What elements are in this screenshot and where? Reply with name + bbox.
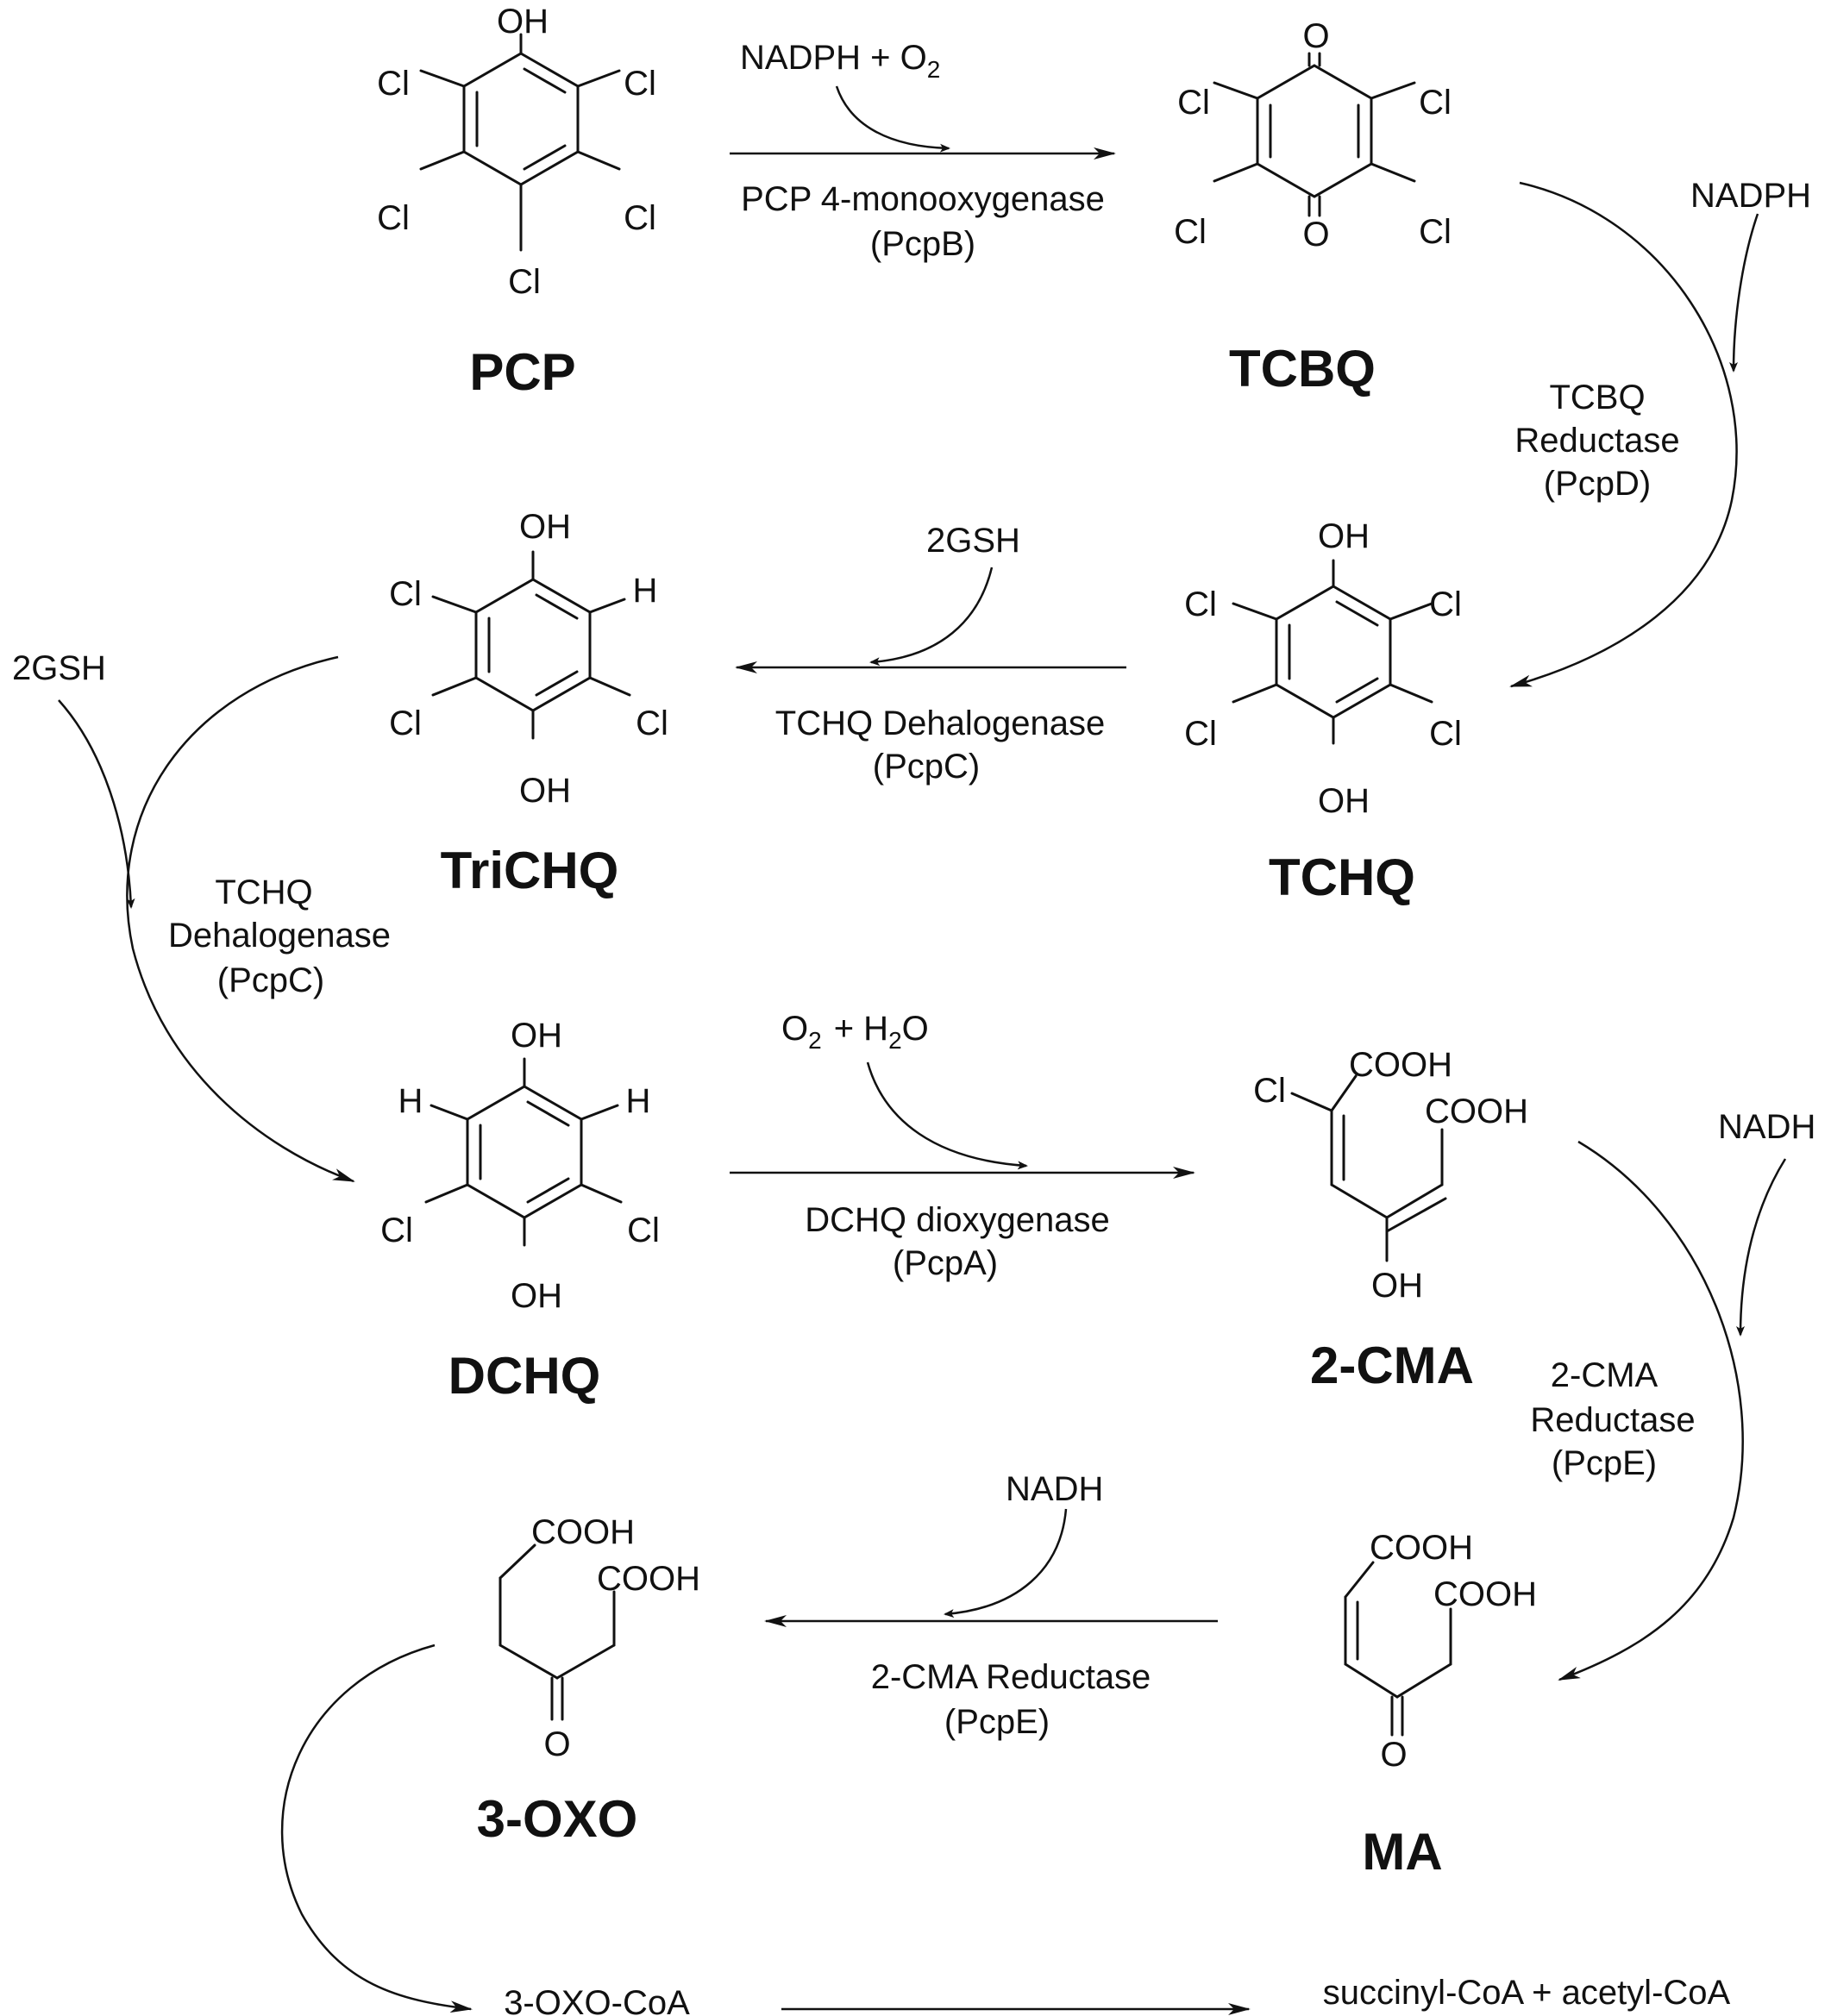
dchq-oh: OH	[511, 1277, 562, 1315]
tchq-structure: OH OH Cl Cl Cl Cl TCHQ	[1184, 517, 1462, 906]
gene-label: (PcpA)	[893, 1244, 998, 1282]
trichq-cl: Cl	[389, 704, 422, 742]
ma-label: MA	[1362, 1823, 1442, 1881]
benzene-ring	[462, 52, 580, 186]
trichq-oh: OH	[519, 508, 571, 546]
trichq-structure: OH OH Cl H Cl Cl TriCHQ	[389, 508, 668, 899]
enzyme-label: Dehalogenase	[168, 917, 391, 955]
cma2-cl: Cl	[1253, 1072, 1286, 1110]
reagent-label: O2+ H2O	[781, 1010, 929, 1054]
tcbq-structure: O O Cl Cl Cl Cl TCBQ	[1174, 17, 1452, 398]
tcbq-o: O	[1302, 216, 1329, 254]
pcp-oh: OH	[497, 3, 549, 41]
pcp-label: PCP	[469, 343, 575, 401]
pcp-cl: Cl	[377, 65, 410, 103]
enzyme-label: 2-CMA	[1551, 1356, 1659, 1394]
oxo3-structure: COOH COOH O 3-OXO	[477, 1513, 700, 1848]
cma2-cooh: COOH	[1349, 1046, 1452, 1084]
benzene-ring	[1275, 585, 1392, 719]
dchq-cl: Cl	[627, 1211, 660, 1249]
trichq-label: TriCHQ	[441, 842, 619, 899]
dchq-structure: OH OH H H Cl Cl DCHQ	[380, 1017, 660, 1405]
tchq-label: TCHQ	[1269, 848, 1415, 906]
tcbq-cl: Cl	[1419, 213, 1452, 251]
dchq-h: H	[398, 1082, 423, 1120]
tcbq-cl: Cl	[1174, 213, 1207, 251]
enzyme-label: Reductase	[1514, 422, 1679, 460]
enzyme-label: TCHQ Dehalogenase	[775, 704, 1105, 742]
dchq-cl: Cl	[380, 1211, 413, 1249]
reaction-pcpd: NADPH TCBQ Reductase (PcpD)	[1509, 177, 1811, 688]
tchq-oh: OH	[1318, 782, 1370, 820]
pcp-cl: Cl	[624, 199, 656, 237]
tcbq-cl: Cl	[1419, 84, 1452, 122]
benzene-ring	[466, 1085, 583, 1219]
gene-label: (PcpD)	[1544, 465, 1651, 503]
oxo3-cooh: COOH	[597, 1560, 700, 1598]
dchq-h: H	[626, 1082, 651, 1120]
reagent-label: 2GSH	[926, 522, 1020, 560]
cma2-structure: Cl COOH COOH OH 2-CMA	[1253, 1046, 1528, 1394]
oxo3-o: O	[543, 1725, 570, 1763]
tcbq-label: TCBQ	[1229, 340, 1376, 398]
oxo3-label: 3-OXO	[477, 1790, 638, 1848]
enzyme-label: Reductase	[1530, 1401, 1695, 1439]
reaction-pcpb: NADPH + O2 PCP 4-monooxygenase (PcpB)	[730, 39, 1116, 263]
final-products-label: succinyl-CoA + acetyl-CoA	[1323, 1974, 1731, 2012]
cma2-label: 2-CMA	[1310, 1337, 1474, 1394]
cma2-cooh: COOH	[1425, 1093, 1528, 1130]
reaction-pcpc-2: 2GSH TCHQ Dehalogenase (PcpC)	[12, 649, 391, 1183]
reagent-label: NADPH	[1690, 177, 1811, 215]
oxo-coa-label: 3-OXO-CoA	[504, 1984, 690, 2016]
ma-o: O	[1380, 1736, 1407, 1774]
reagent-label: NADH	[1718, 1108, 1815, 1146]
pcp-cl: Cl	[624, 65, 656, 103]
gene-label: (PcpE)	[1552, 1444, 1657, 1482]
oxo3-cooh: COOH	[531, 1513, 635, 1551]
tchq-cl: Cl	[1184, 715, 1217, 753]
pcp-structure: OH Cl Cl Cl Cl Cl PCP	[377, 3, 656, 401]
dchq-label: DCHQ	[448, 1347, 601, 1405]
enzyme-label: DCHQ dioxygenase	[805, 1201, 1110, 1239]
tcbq-cl: Cl	[1177, 84, 1210, 122]
gene-label: (PcpC)	[873, 748, 980, 786]
tchq-cl: Cl	[1184, 585, 1217, 623]
ma-cooh: COOH	[1433, 1575, 1537, 1613]
enzyme-label: 2-CMA Reductase	[871, 1658, 1151, 1696]
tchq-cl: Cl	[1429, 715, 1462, 753]
gene-label: (PcpC)	[217, 961, 324, 999]
reagent-label: NADPH + O2	[740, 39, 940, 83]
enzyme-label: TCBQ	[1549, 379, 1645, 416]
trichq-cl: Cl	[636, 704, 668, 742]
enzyme-label: PCP 4-monooxygenase	[741, 180, 1105, 218]
pcp-cl: Cl	[508, 263, 541, 301]
benzene-ring	[474, 578, 592, 712]
quinone-ring	[1256, 64, 1373, 198]
tchq-oh: OH	[1318, 517, 1370, 555]
reagent-label: 2GSH	[12, 649, 106, 687]
trichq-cl: Cl	[389, 575, 422, 613]
tcbq-o: O	[1302, 17, 1329, 55]
trichq-h: H	[633, 572, 658, 610]
gene-label: (PcpB)	[870, 225, 975, 263]
gene-label: (PcpE)	[944, 1703, 1050, 1741]
reaction-pcpa: O2+ H2O DCHQ dioxygenase (PcpA)	[730, 1010, 1195, 1282]
ma-structure: COOH COOH O MA	[1344, 1529, 1537, 1881]
reaction-pcpe-2: NADH 2-CMA Reductase (PcpE)	[764, 1470, 1218, 1741]
pcp-cl: Cl	[377, 199, 410, 237]
reaction-coa: 3-OXO-CoA succinyl-CoA + acetyl-CoA	[280, 1643, 1731, 2016]
enzyme-label: TCHQ	[215, 873, 312, 911]
reagent-label: NADH	[1006, 1470, 1103, 1508]
trichq-oh: OH	[519, 772, 571, 810]
reaction-pcpc-1: 2GSH TCHQ Dehalogenase (PcpC)	[735, 522, 1126, 786]
ma-cooh: COOH	[1370, 1529, 1473, 1567]
dchq-oh: OH	[511, 1017, 562, 1055]
reaction-pcpe-1: NADH 2-CMA Reductase (PcpE)	[1530, 1108, 1815, 1681]
cma2-oh: OH	[1371, 1267, 1423, 1305]
tchq-cl: Cl	[1429, 585, 1462, 623]
